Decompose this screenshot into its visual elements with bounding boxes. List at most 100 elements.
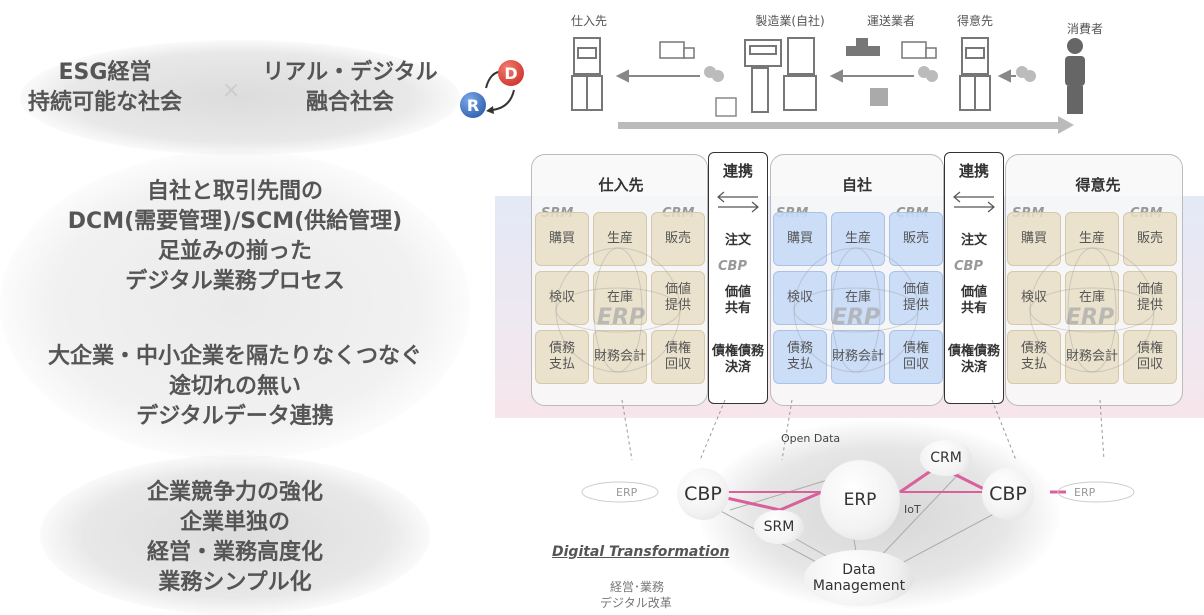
data-management-node: Data Management [804, 550, 914, 606]
supplier-process-cell: 財務会計 [593, 330, 647, 384]
own-process-cell: 在庫 [831, 271, 885, 325]
r-badge: R [460, 92, 486, 118]
link-2-cbp: CBP [954, 259, 983, 274]
supplier-process-cell: 在庫 [593, 271, 647, 325]
data-link-block: 大企業・中小企業を隔たりなくつなぐ 途切れの無い デジタルデータ連携 [0, 342, 470, 432]
dx-sub-2: デジタル改革 [600, 596, 672, 610]
supplier-process-cell: 検収 [535, 271, 589, 325]
customer-process-cell: 購買 [1007, 212, 1061, 266]
link-2-share: 価値 共有 [960, 285, 987, 316]
background-blob-middle [0, 150, 470, 460]
chain-manufacturer-label: 製造業(自社) [755, 14, 825, 28]
link-line-2: 途切れの無い [168, 374, 301, 399]
iot-label: IoT [904, 503, 921, 516]
link-1-order: 注文 [724, 233, 751, 248]
background-blob-bottom [40, 455, 430, 615]
supplier-process-cell: 購買 [535, 212, 589, 266]
open-data-label: Open Data [781, 432, 841, 445]
link-2-title: 連携 [958, 162, 989, 180]
link-line-3: デジタルデータ連携 [136, 404, 334, 429]
crm-label: CRM [930, 450, 962, 466]
link-1-bidirectional-arrow-icon [717, 191, 759, 213]
customer-process-cell: 債務 支払 [1007, 330, 1061, 384]
chain-consumer-label: 消費者 [1066, 22, 1103, 36]
times-symbol: × [222, 78, 241, 103]
srm-label: SRM [763, 519, 795, 535]
link-2-order: 注文 [960, 233, 987, 248]
customer-process-cell: 生産 [1065, 212, 1119, 266]
dx-sub-1: 経営･業務 [610, 580, 665, 594]
comp-line-4: 業務シンプル化 [158, 570, 312, 595]
dcm-line-1: 自社と取引先間の [146, 179, 323, 204]
supplier-process-cell: 価値 提供 [651, 271, 705, 325]
chain-carrier-label: 運送業者 [866, 14, 915, 28]
supplier-panel-title: 仕入先 [598, 176, 644, 194]
own-process-cell: 検収 [773, 271, 827, 325]
own-process-cell: 購買 [773, 212, 827, 266]
dcm-scm-block: 自社と取引先間の DCM(需要管理)/SCM(供給管理) 足並みの揃った デジタ… [0, 177, 470, 297]
link-1-cbp: CBP [718, 259, 747, 274]
real-digital-line-2: 融合社会 [305, 90, 394, 115]
chain-customer-label: 得意先 [956, 14, 993, 28]
link-box-2 [944, 152, 1004, 404]
esg-line-2: 持続可能な社会 [27, 90, 182, 115]
own-process-cell: 価値 提供 [889, 271, 943, 325]
cbp-right-label: CBP [989, 483, 1027, 505]
own-panel-title: 自社 [841, 176, 872, 194]
link-1-title: 連携 [722, 162, 753, 180]
competitiveness-block: 企業競争力の強化 企業単独の 経営・業務高度化 業務シンプル化 [30, 478, 440, 598]
dcm-line-3: 足並みの揃った [157, 239, 312, 264]
ship-icon [846, 38, 880, 56]
own-process-cell: 債務 支払 [773, 330, 827, 384]
own-process-cell: 債権 回収 [889, 330, 943, 384]
crm-node: CRM [920, 440, 972, 476]
supply-chain-graphic [571, 37, 1085, 134]
truck-icon-1 [659, 41, 695, 59]
supplier-process-cell: 債権 回収 [651, 330, 705, 384]
erp-center-label: ERP [843, 490, 877, 510]
cbp-right-node: CBP [982, 468, 1034, 520]
dx-title: Digital Transformation [552, 544, 730, 560]
customer-process-cell: 債権 回収 [1123, 330, 1177, 384]
esg-heading: ESG経営 持続可能な社会 [0, 58, 210, 118]
cbp-left-label: CBP [684, 483, 722, 505]
supplier-building-icon [571, 37, 603, 111]
customer-process-cell: 財務会計 [1065, 330, 1119, 384]
esg-line-1: ESG経営 [58, 60, 152, 85]
comp-line-2: 企業単独の [179, 510, 290, 535]
erp-far-right-label: ERP [1074, 486, 1096, 499]
customer-process-cell: 在庫 [1065, 271, 1119, 325]
package-icon [870, 88, 888, 106]
srm-node: SRM [754, 510, 804, 544]
comp-line-1: 企業競争力の強化 [146, 480, 323, 505]
real-digital-line-1: リアル・デジタル [262, 60, 438, 85]
own-process-cell: 財務会計 [831, 330, 885, 384]
link-2-settle: 債権債務 決済 [947, 344, 1000, 375]
link-box-1 [708, 152, 768, 404]
own-erp-label: ERP [832, 305, 881, 330]
erp-far-left-label: ERP [616, 486, 638, 499]
comp-line-3: 経営・業務高度化 [146, 540, 323, 565]
link-line-1: 大企業・中小企業を隔たりなくつなぐ [47, 344, 422, 369]
real-digital-heading: リアル・デジタル 融合社会 [250, 58, 450, 118]
supplier-erp-label: ERP [597, 305, 646, 330]
link-1-settle: 債権債務 決済 [711, 344, 764, 375]
erp-center-node: ERP [820, 460, 900, 540]
dcm-line-2: DCM(需要管理)/SCM(供給管理) [67, 209, 403, 234]
customer-process-cell: 価値 提供 [1123, 271, 1177, 325]
own-process-cell: 販売 [889, 212, 943, 266]
chain-supplier-label: 仕入先 [570, 14, 607, 28]
supplier-process-cell: 債務 支払 [535, 330, 589, 384]
background-blob-top [20, 40, 460, 155]
main-flow-arrow [618, 116, 1074, 134]
flow-arrows [615, 69, 1016, 83]
customer-process-cell: 販売 [1123, 212, 1177, 266]
customer-process-cell: 検収 [1007, 271, 1061, 325]
factory-building-icon [744, 37, 817, 113]
globe-wireframes [555, 247, 1155, 373]
consumer-person-icon [1065, 38, 1085, 114]
link-1-share: 価値 共有 [724, 285, 751, 316]
d-badge: D [498, 60, 524, 86]
cbp-left-node: CBP [677, 468, 729, 520]
own-process-cell: 生産 [831, 212, 885, 266]
